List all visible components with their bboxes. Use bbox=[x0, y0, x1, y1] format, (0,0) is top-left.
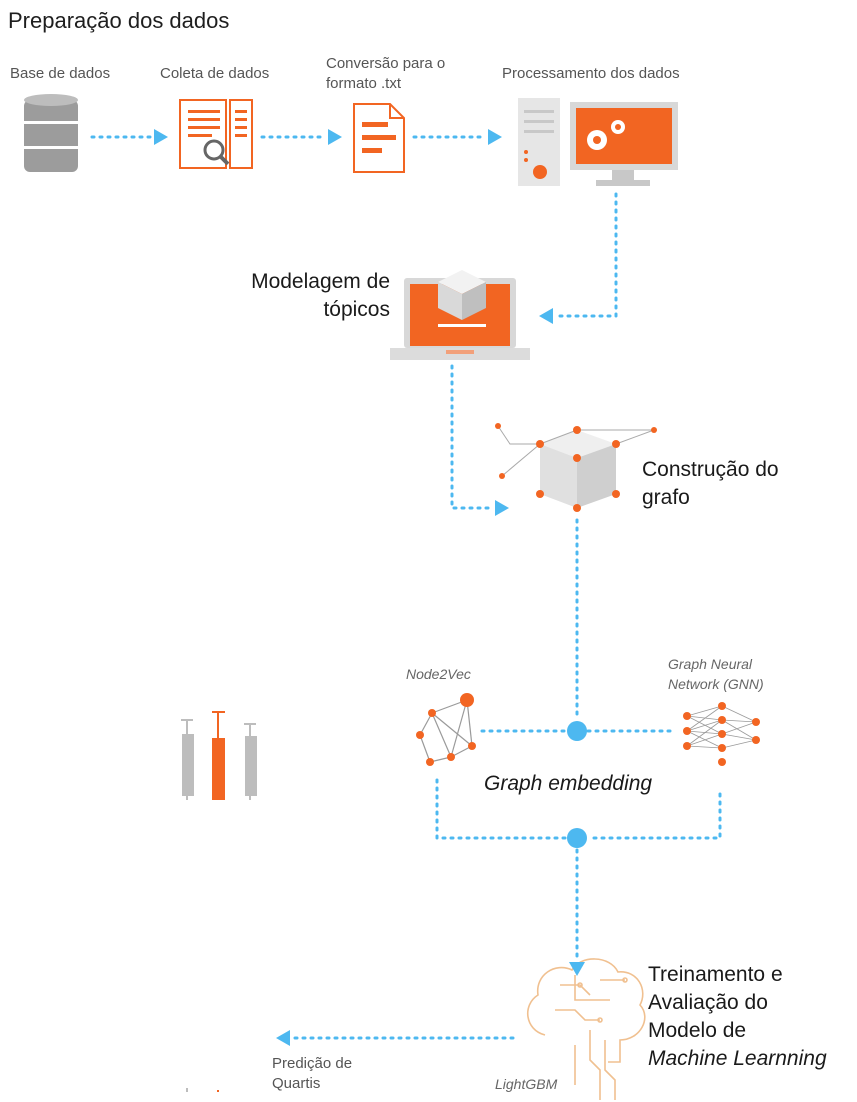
document-icon bbox=[353, 103, 405, 173]
data-collection-icon bbox=[179, 99, 253, 169]
database-label: Base de dados bbox=[10, 65, 111, 82]
training-line-2: Avaliação do bbox=[648, 991, 768, 1014]
graph-construction-icon bbox=[495, 423, 657, 512]
graph-embedding-label: Graph embedding bbox=[484, 772, 653, 795]
node2vec-network-icon bbox=[416, 693, 476, 766]
gnn-label: Graph Neural Network (GNN) bbox=[668, 656, 764, 692]
database-icon bbox=[24, 94, 78, 172]
node2vec-label: Node2Vec bbox=[406, 666, 471, 682]
training-line-4: Machine Learnning bbox=[648, 1047, 827, 1070]
connectors bbox=[90, 135, 722, 1040]
brain-circuit-icon bbox=[526, 958, 646, 1100]
arrowheads bbox=[154, 129, 585, 1046]
computer-processing-icon bbox=[518, 98, 678, 186]
data-collection-label: Coleta de dados bbox=[160, 65, 270, 82]
section-title: Preparação dos dados bbox=[8, 8, 230, 33]
laptop-topic-modeling-icon bbox=[390, 270, 530, 360]
training-line-3: Modelo de bbox=[648, 1019, 747, 1042]
processing-label: Processamento dos dados bbox=[502, 65, 680, 82]
training-line-1: Treinamento e bbox=[648, 963, 783, 986]
conversion-label: Conversão para o formato .txt bbox=[326, 55, 446, 92]
graph-construction-label: Construção do grafo bbox=[642, 458, 779, 509]
topic-modeling-label: Modelagem de tópicos bbox=[251, 270, 390, 321]
gnn-network-icon bbox=[683, 702, 760, 766]
lightgbm-label: LightGBM bbox=[495, 1076, 558, 1092]
junction-dots bbox=[567, 721, 587, 848]
training-label: Treinamento e Avaliação do Modelo de Mac… bbox=[648, 961, 827, 1073]
quartile-prediction-label: Predição de Quartis bbox=[272, 1055, 353, 1092]
